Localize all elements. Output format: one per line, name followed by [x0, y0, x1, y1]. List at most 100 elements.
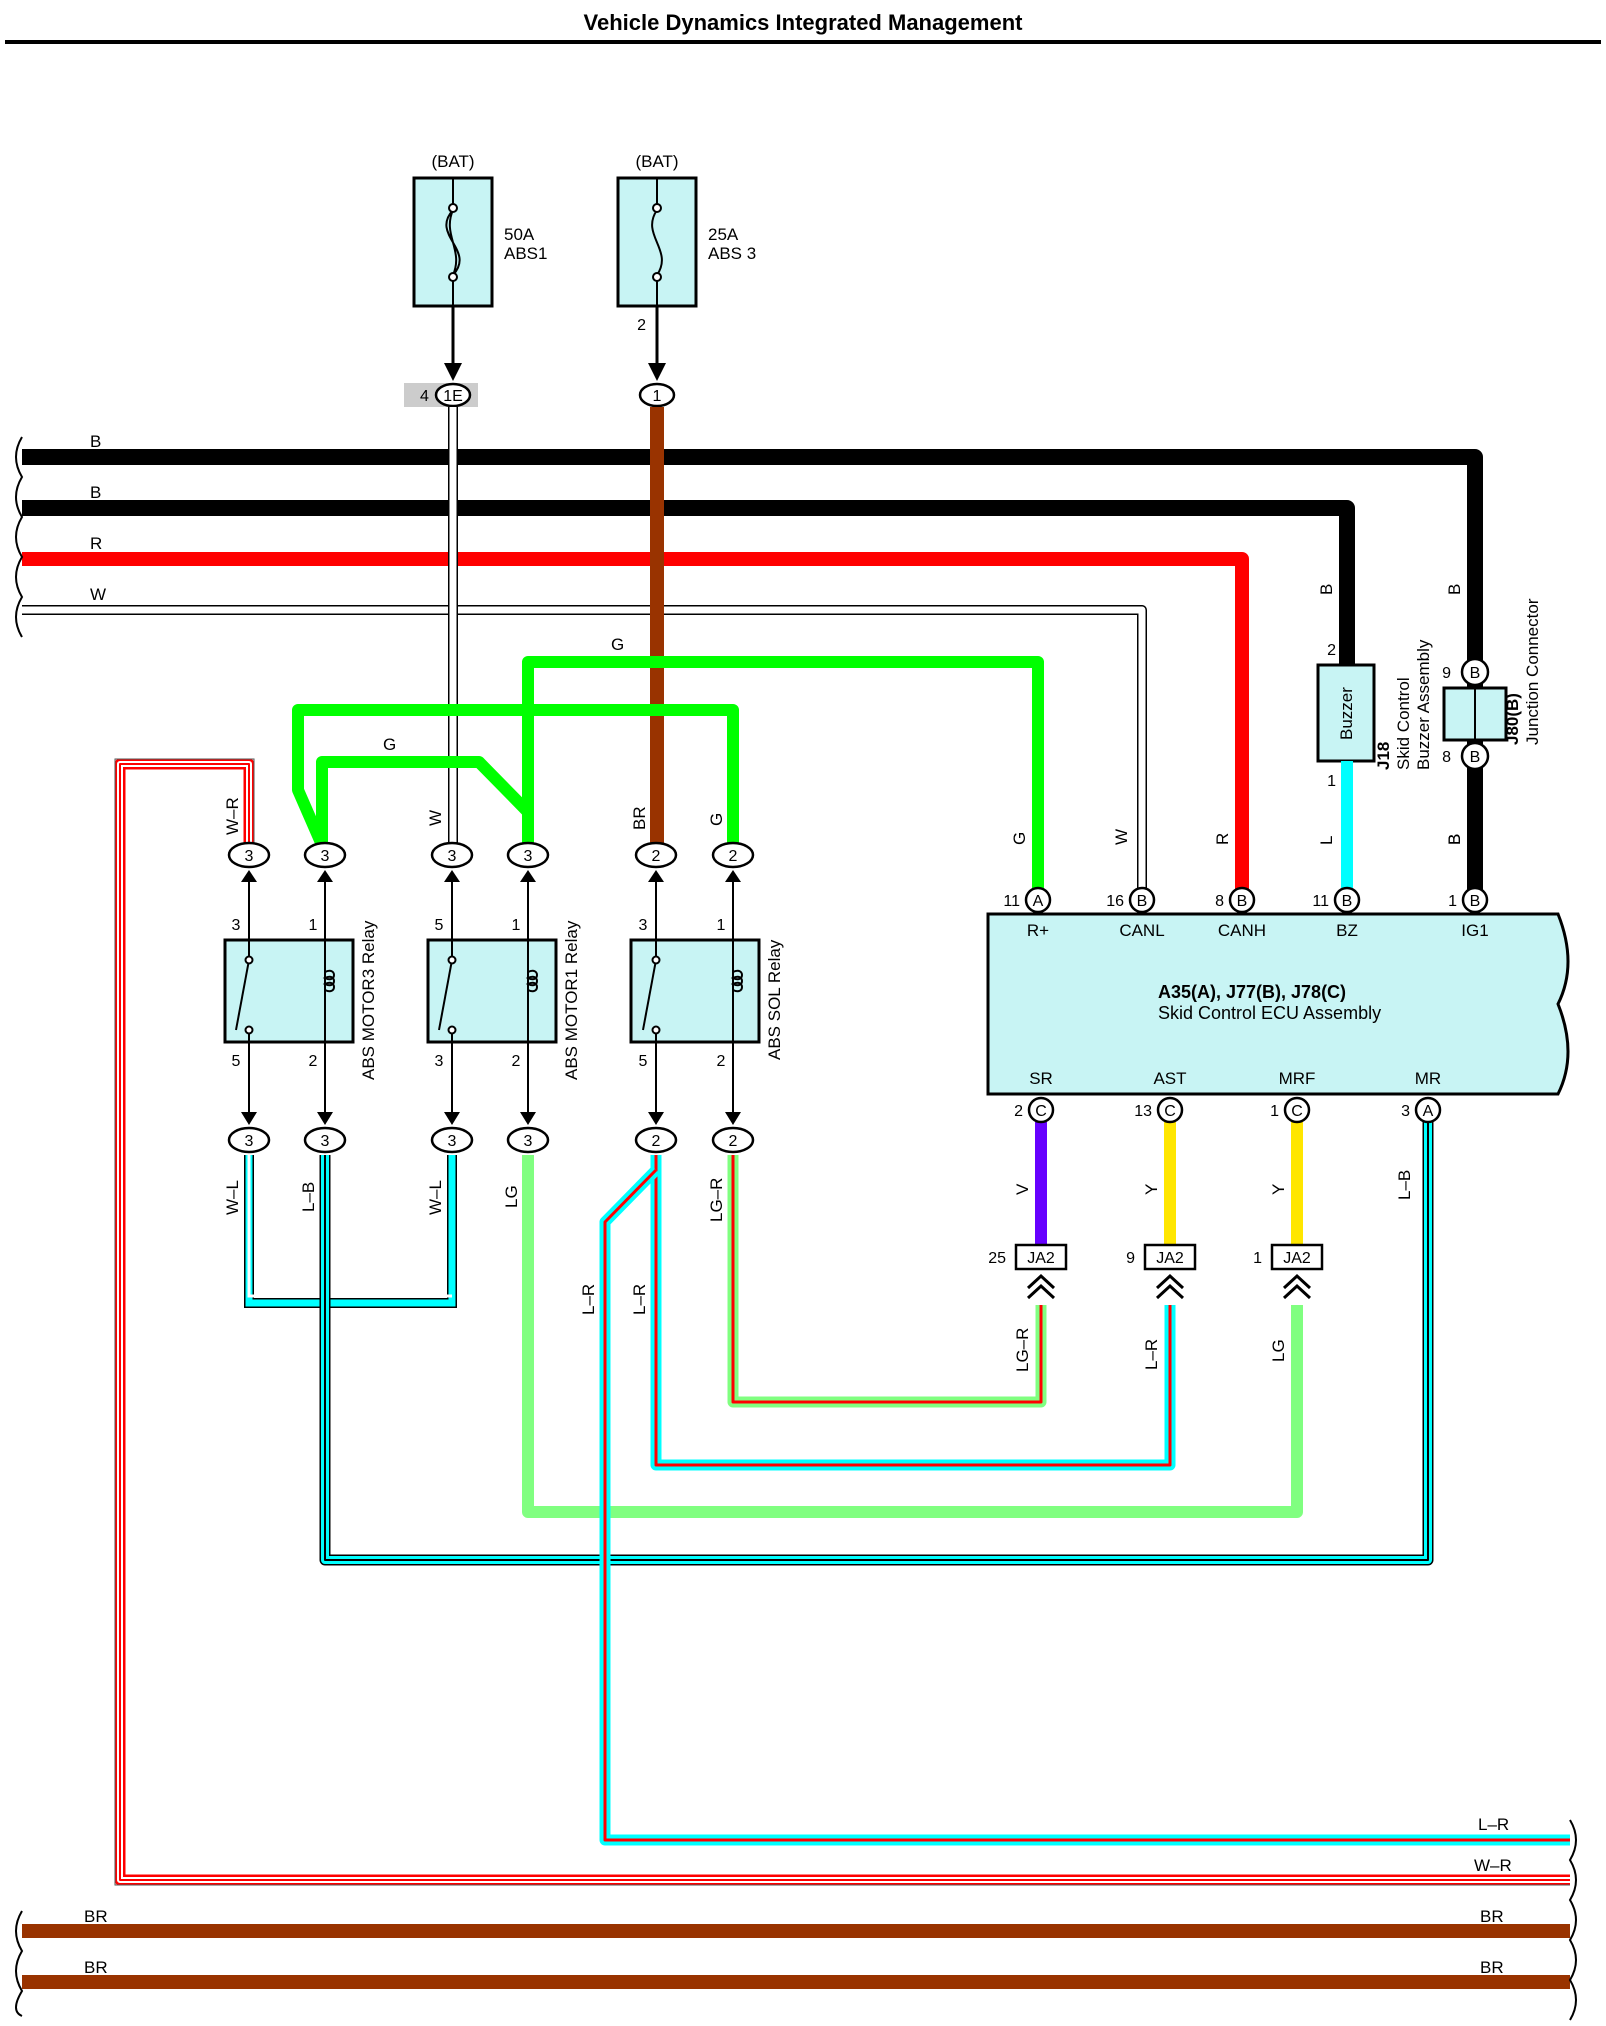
ja2-connectors: JA2 25 LG–R JA2 9 L–R JA2 1 LG: [988, 1243, 1324, 1372]
svg-text:1: 1: [309, 917, 318, 934]
ie-pin: 4: [420, 388, 429, 405]
svg-text:W–R: W–R: [223, 797, 242, 835]
svg-text:L: L: [1317, 836, 1336, 845]
wire-label-g-top: G: [611, 635, 624, 654]
svg-text:13: 13: [1134, 1103, 1152, 1120]
svg-text:3: 3: [524, 848, 533, 865]
svg-text:C: C: [1164, 1103, 1176, 1120]
svg-text:CANL: CANL: [1119, 921, 1164, 940]
wire-w-l: [245, 1155, 456, 1307]
svg-text:5: 5: [232, 1053, 241, 1070]
svg-text:LG–R: LG–R: [1013, 1328, 1032, 1372]
bus-label-r: R: [90, 534, 102, 553]
fuse-abs3-icon: [651, 209, 663, 276]
abs3-conn-pin: 1: [653, 388, 662, 405]
wire-label-l-r-a: L–R: [579, 1284, 598, 1315]
relay-name: ABS MOTOR1 Relay: [562, 920, 581, 1080]
svg-text:1: 1: [1270, 1103, 1279, 1120]
svg-text:2: 2: [729, 1133, 738, 1150]
svg-text:1: 1: [512, 917, 521, 934]
svg-text:Buzzer Assembly: Buzzer Assembly: [1414, 639, 1433, 770]
svg-text:B: B: [1470, 893, 1481, 910]
svg-text:JA2: JA2: [1156, 1250, 1184, 1267]
relay-name: ABS MOTOR3 Relay: [359, 920, 378, 1080]
svg-text:B: B: [1342, 893, 1353, 910]
svg-text:B: B: [1237, 893, 1248, 910]
svg-text:B: B: [1317, 584, 1336, 595]
svg-text:B: B: [1470, 749, 1481, 766]
wire-l-r-relay: [654, 1155, 1172, 1467]
svg-text:2: 2: [652, 848, 661, 865]
fuse-abs1: (BAT) 50A ABS1: [412, 152, 547, 308]
svg-text:L–B: L–B: [299, 1182, 318, 1212]
svg-text:9: 9: [1126, 1250, 1135, 1267]
svg-text:BR: BR: [84, 1907, 108, 1926]
wire-lg-r: [731, 1155, 1043, 1404]
svg-text:8: 8: [1215, 893, 1224, 910]
buzzer-label: Buzzer: [1337, 687, 1356, 740]
svg-text:LG: LG: [1269, 1339, 1288, 1362]
svg-text:G: G: [707, 813, 726, 826]
svg-text:W–L: W–L: [223, 1180, 242, 1215]
ie-label: 1E: [443, 388, 463, 405]
relay-bottom-connectors: 3 W–L 3 L–B 3 W–L 3 LG: [223, 1112, 755, 1222]
svg-text:L–B: L–B: [1395, 1170, 1414, 1200]
svg-text:C: C: [1291, 1103, 1303, 1120]
relay-coil-icon: [322, 969, 335, 993]
junction-connector: B B 9 8 B B J80(B) Junction Connector: [1442, 584, 1542, 845]
left-break-marks: [15, 436, 24, 638]
svg-text:3: 3: [435, 1053, 444, 1070]
wire-lg: [522, 1155, 1303, 1518]
svg-text:2: 2: [729, 848, 738, 865]
svg-text:3: 3: [639, 917, 648, 934]
relay-abs-motor1: 5 1 3 2 ABS MOTOR1 Relay: [426, 882, 581, 1112]
bus-wire-r: [22, 552, 1249, 900]
svg-text:3: 3: [232, 917, 241, 934]
svg-text:16: 16: [1106, 893, 1124, 910]
fuse-abs1-name: ABS1: [504, 244, 547, 263]
svg-text:1: 1: [1253, 1250, 1262, 1267]
wire-l-b: [321, 1122, 1432, 1564]
svg-text:B: B: [1470, 665, 1481, 682]
fuse-abs3-amps: 25A: [708, 225, 739, 244]
buzzer-code: J18: [1374, 742, 1393, 770]
svg-text:2: 2: [717, 1053, 726, 1070]
bus-label-b1: B: [90, 432, 101, 451]
buzzer-pin-bottom: 1: [1327, 773, 1336, 790]
wire-l-r-out: [603, 1168, 1570, 1842]
ecu-top-pins: A 11 R+ G B 16 CANL W B 8 CANH R B: [1003, 829, 1488, 940]
relay-coil-icon: [525, 969, 538, 993]
svg-text:3: 3: [448, 848, 457, 865]
ecu-name: Skid Control ECU Assembly: [1158, 1003, 1381, 1023]
svg-text:Y: Y: [1142, 1184, 1161, 1195]
junction-code: J80(B): [1503, 693, 1522, 745]
svg-text:LG: LG: [502, 1185, 521, 1208]
svg-text:3: 3: [321, 1133, 330, 1150]
wire-label-l-r-b: L–R: [630, 1284, 649, 1315]
relay-coil-icon: [730, 969, 743, 993]
svg-text:2: 2: [1014, 1103, 1023, 1120]
svg-text:A: A: [1423, 1103, 1434, 1120]
wire-label-g-mid: G: [383, 735, 396, 754]
svg-text:3: 3: [245, 848, 254, 865]
svg-text:2: 2: [309, 1053, 318, 1070]
svg-text:B: B: [1445, 834, 1464, 845]
svg-text:BR: BR: [1480, 1907, 1504, 1926]
svg-text:5: 5: [435, 917, 444, 934]
svg-text:MRF: MRF: [1279, 1069, 1316, 1088]
label-w-r-right: W–R: [1474, 1856, 1512, 1875]
relay-top-connectors: 3 W–R 3 3 W 3 2: [223, 797, 755, 882]
svg-text:C: C: [1035, 1103, 1047, 1120]
fuse-abs1-icon: [445, 209, 461, 276]
svg-text:BR: BR: [1480, 1958, 1504, 1977]
bus-label-w: W: [90, 585, 106, 604]
buzzer-pin-top: 2: [1327, 642, 1336, 659]
svg-text:B: B: [1445, 584, 1464, 595]
svg-text:W: W: [426, 810, 445, 826]
svg-text:JA2: JA2: [1027, 1250, 1055, 1267]
svg-text:11: 11: [1003, 893, 1020, 910]
svg-text:3: 3: [321, 848, 330, 865]
ecu-bottom-pins: SR C 2 V AST C 13 Y MRF C 1 Y MR: [1013, 1069, 1442, 1200]
label-l-r-right: L–R: [1478, 1815, 1509, 1834]
